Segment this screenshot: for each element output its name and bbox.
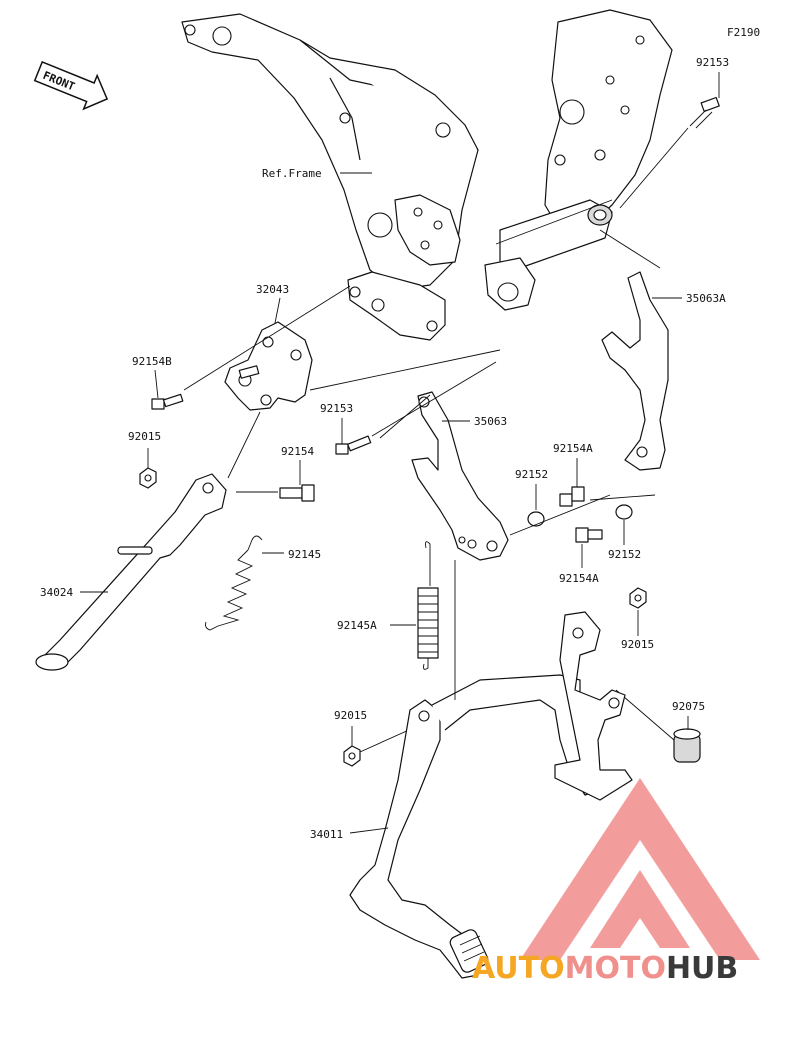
callout-34024: 34024 [40,586,73,599]
callout-92075: 92075 [672,700,705,713]
side-stand-34024 [35,473,227,671]
front-arrow-icon: FRONT [33,61,109,111]
reference-frame-right [484,9,673,311]
automotohub-logo-icon [520,778,760,960]
bolt-92153-mid [335,435,372,455]
callout-92154a-bot: 92154A [559,572,599,585]
bushing-92075 [673,728,701,763]
callout-92145a: 92145A [337,619,377,632]
callout-92015-left: 92015 [128,430,161,443]
watermark-moto: MOTO [565,951,666,986]
callout-34011: 34011 [310,828,343,841]
callout-92154a-top: 92154A [553,442,593,455]
nut-92015-left [139,467,157,489]
spring-92145 [205,535,263,631]
nut-92015-right [629,587,647,609]
bracket-32043 [224,321,313,411]
callout-92154b: 92154B [132,355,172,368]
callout-92015-bot: 92015 [334,709,367,722]
callout-35063a: 35063A [686,292,726,305]
callout-32043: 32043 [256,283,289,296]
watermark-hub: HUB [666,951,738,986]
bolt-92154a-bot [575,527,603,543]
reference-frame [181,13,479,341]
bolt-92154 [279,484,315,502]
callout-35063: 35063 [474,415,507,428]
bolt-92153-top [689,96,720,129]
bolt-92154b [151,393,184,410]
bolt-92154a-top [559,486,585,507]
callout-92152-top: 92152 [515,468,548,481]
callout-92152-bot: 92152 [608,548,641,561]
callout-92153-mid: 92153 [320,402,353,415]
watermark-text: AUTOMOTOHUB [472,951,738,986]
callout-92154: 92154 [281,445,314,458]
frame-label: Ref.Frame [262,167,322,180]
callout-92015-right: 92015 [621,638,654,651]
spring-92145a [417,541,439,670]
watermark-auto: AUTO [472,951,565,986]
callout-92145: 92145 [288,548,321,561]
callout-92153-top: 92153 [696,56,729,69]
bracket-35063a [601,271,669,471]
main-stand-34011 [349,611,633,979]
collar-92152-top [527,511,545,527]
bracket-35063 [411,391,509,561]
diagram-code: F2190 [727,26,760,39]
nut-92015-bottom [343,745,361,767]
collar-92152-bot [615,504,633,520]
